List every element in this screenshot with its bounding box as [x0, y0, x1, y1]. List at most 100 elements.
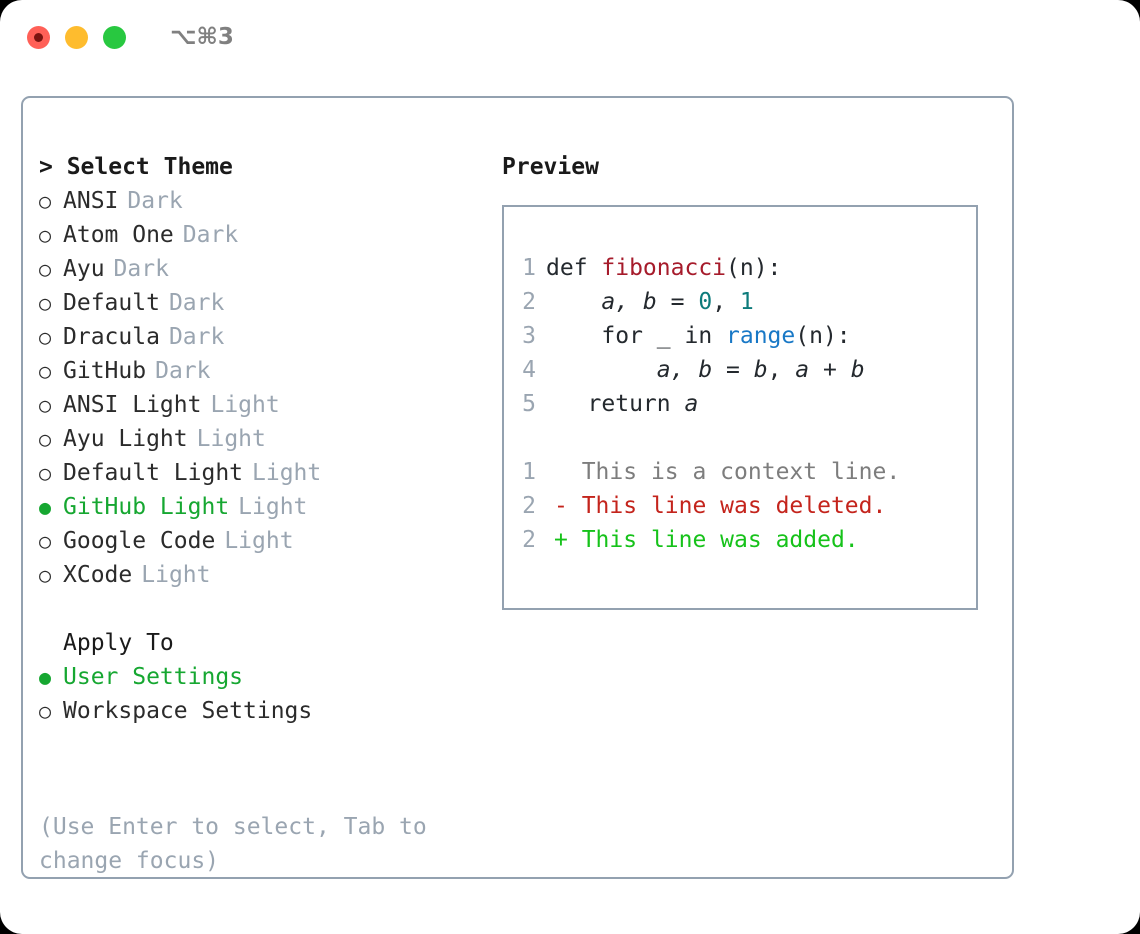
- code-line-text: a, b = b, a + b: [546, 353, 865, 387]
- code-token-call: range: [726, 323, 796, 349]
- theme-option-label: Dracula: [63, 324, 160, 350]
- theme-option-variant: Dark: [168, 324, 225, 350]
- code-line: 2 a, b = 0, 1: [504, 285, 976, 319]
- code-token-num: 0: [698, 289, 713, 315]
- theme-option-variant: Light: [141, 562, 211, 588]
- code-line: 3 for _ in range(n):: [504, 319, 976, 353]
- theme-option-atom-one[interactable]: ○ Atom One Dark: [39, 218, 469, 252]
- radio-unselected-icon[interactable]: ○: [39, 189, 52, 213]
- radio-unselected-icon[interactable]: ○: [39, 461, 52, 485]
- diff-line-text: This is a context line.: [567, 459, 901, 485]
- apply-to-heading: Apply To: [63, 630, 174, 656]
- code-line-text: return a: [546, 387, 699, 421]
- radio-selected-icon[interactable]: ●: [39, 665, 52, 689]
- code-line-text: a, b = 0, 1: [546, 285, 754, 319]
- keyboard-shortcut-label: ⌥⌘3: [170, 24, 234, 50]
- code-token-plain: =: [656, 289, 699, 315]
- theme-option-variant: Dark: [155, 358, 211, 384]
- close-button[interactable]: [27, 26, 50, 49]
- radio-unselected-icon[interactable]: ○: [39, 529, 52, 553]
- code-token-var: a: [795, 357, 810, 383]
- line-number: 2: [522, 289, 536, 315]
- code-token-plain: return: [546, 391, 685, 417]
- code-line: 1 def fibonacci(n):: [504, 251, 976, 285]
- theme-option-variant: Light: [238, 494, 308, 520]
- radio-unselected-icon[interactable]: ○: [39, 359, 52, 383]
- minimize-button[interactable]: [65, 26, 88, 49]
- line-number: 1: [522, 255, 536, 281]
- line-number: 1: [522, 459, 536, 485]
- code-token-var: a: [684, 391, 699, 417]
- line-number: 2: [522, 527, 536, 553]
- zoom-button[interactable]: [103, 26, 126, 49]
- theme-option-variant: Dark: [182, 222, 239, 248]
- code-token-var: b: [753, 357, 768, 383]
- radio-unselected-icon[interactable]: ○: [39, 257, 52, 281]
- theme-option-github-light[interactable]: ● GitHub Light Light: [39, 490, 469, 524]
- radio-unselected-icon[interactable]: ○: [39, 699, 52, 723]
- radio-unselected-icon[interactable]: ○: [39, 325, 52, 349]
- code-token-fn: fibonacci: [601, 255, 727, 281]
- theme-option-dracula[interactable]: ○ Dracula Dark: [39, 320, 469, 354]
- code-token-plain: for _ in: [546, 323, 727, 349]
- theme-option-label: Atom One: [63, 222, 174, 248]
- code-token-plain: ,: [712, 289, 740, 315]
- theme-option-label: Ayu Light: [63, 426, 188, 452]
- code-token-plain: (n):: [726, 255, 782, 281]
- preview-heading: Preview: [502, 154, 599, 180]
- radio-unselected-icon[interactable]: ○: [39, 427, 52, 451]
- theme-option-label: Google Code: [63, 528, 216, 554]
- code-diff-gap: [504, 421, 976, 455]
- theme-option-label: Default Light: [63, 460, 244, 486]
- radio-unselected-icon[interactable]: ○: [39, 393, 52, 417]
- theme-option-variant: Dark: [168, 290, 225, 316]
- theme-option-label: XCode: [63, 562, 133, 588]
- radio-unselected-icon[interactable]: ○: [39, 291, 52, 315]
- code-token-plain: +: [809, 357, 851, 383]
- apply-to-option-label: User Settings: [63, 664, 244, 690]
- radio-unselected-icon[interactable]: ○: [39, 563, 52, 587]
- theme-option-label: ANSI: [63, 188, 119, 214]
- code-token-num: 1: [739, 289, 754, 315]
- code-line: 4 a, b = b, a + b: [504, 353, 976, 387]
- radio-unselected-icon[interactable]: ○: [39, 223, 52, 247]
- theme-option-xcode[interactable]: ○ XCode Light: [39, 558, 469, 592]
- theme-option-variant: Light: [252, 460, 322, 486]
- apply-to-option-user-settings[interactable]: ● User Settings: [39, 660, 469, 694]
- theme-option-default-light[interactable]: ○ Default Light Light: [39, 456, 469, 490]
- keyboard-hint-text: (Use Enter to select, Tab to change focu…: [39, 814, 427, 874]
- window-controls: [27, 26, 126, 49]
- theme-option-variant: Dark: [113, 256, 169, 282]
- diff-line-text: This line was deleted.: [567, 493, 887, 519]
- diff-marker: [546, 455, 568, 489]
- theme-option-label: Ayu: [63, 256, 105, 282]
- diff-marker: +: [554, 527, 568, 553]
- apply-to-option-workspace-settings[interactable]: ○Workspace Settings: [39, 694, 469, 728]
- code-token-var: b: [850, 357, 865, 383]
- line-number: 4: [522, 357, 536, 383]
- theme-option-variant: Light: [224, 528, 294, 554]
- theme-option-label: GitHub Light: [63, 494, 230, 520]
- diff-line-deleted: 2- This line was deleted.: [504, 489, 976, 523]
- apply-to-list[interactable]: ● User Settings ○Workspace Settings: [39, 660, 469, 728]
- code-line-text: def fibonacci(n):: [546, 251, 781, 285]
- diff-marker: -: [554, 493, 568, 519]
- diff-sample: 1 This is a context line. 2- This line wa…: [504, 455, 976, 557]
- diff-line-added: 2+ This line was added.: [504, 523, 976, 557]
- theme-option-label: ANSI Light: [63, 392, 202, 418]
- line-number: 2: [522, 493, 536, 519]
- code-token-plain: (n):: [795, 323, 851, 349]
- theme-option-google-code[interactable]: ○ Google Code Light: [39, 524, 469, 558]
- radio-selected-icon[interactable]: ●: [39, 495, 52, 519]
- code-token-var: a, b: [601, 289, 657, 315]
- theme-option-ayu[interactable]: ○ Ayu Dark: [39, 252, 469, 286]
